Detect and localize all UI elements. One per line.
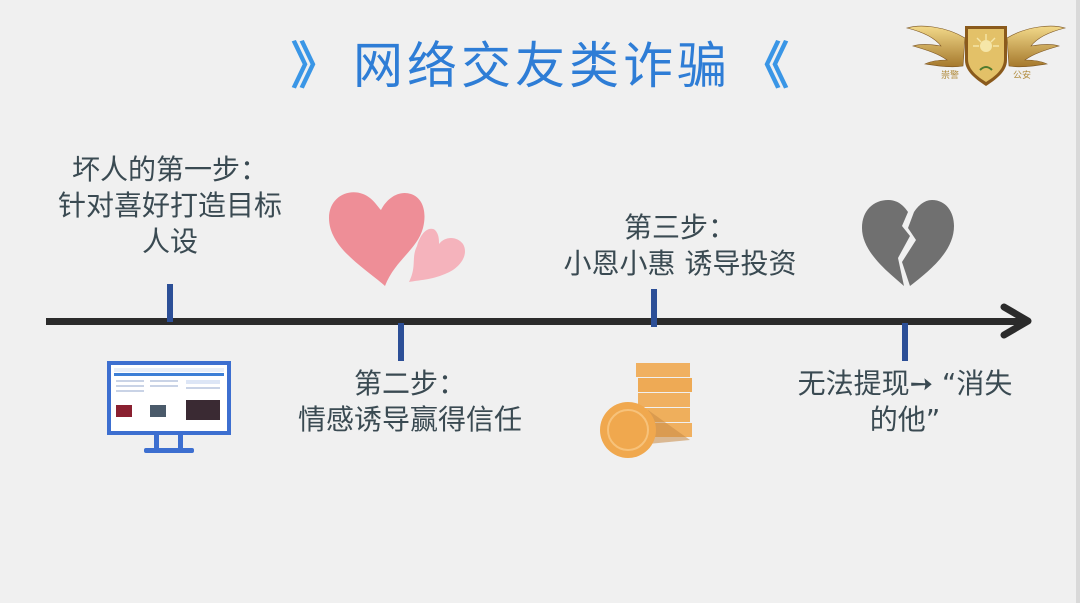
broken-heart-icon	[862, 200, 954, 286]
step-1-line-3: 人设	[141, 225, 198, 258]
double-chevron-right-icon: 》	[291, 37, 341, 95]
step-1-label: 坏人的第一步： 针对喜好打造目标 人设	[30, 152, 310, 260]
coin-stack-icon	[600, 363, 692, 458]
police-logo: 崇警 公安	[905, 18, 1067, 88]
computer-monitor-icon	[107, 361, 231, 453]
arrow-right-icon	[1000, 303, 1032, 339]
step-4-line-2: 的他”	[869, 403, 941, 436]
two-hearts-icon	[329, 192, 465, 286]
step-3-tick	[651, 289, 657, 327]
logo-right-text: 公安	[1013, 71, 1032, 81]
step-1-line-2: 针对喜好打造目标	[57, 189, 282, 222]
step-3-label: 第三步： 小恩小惠 诱导投资	[530, 210, 830, 282]
step-2-label: 第二步： 情感诱导赢得信任	[270, 366, 550, 438]
step-4-line-1: 无法提现➙ “消失	[797, 367, 1013, 400]
title-text: 网络交友类诈骗	[353, 37, 731, 95]
step-3-line-2: 小恩小惠 诱导投资	[563, 247, 797, 280]
step-2-tick	[398, 323, 404, 361]
double-chevron-left-icon: 《	[739, 37, 789, 95]
step-4-label: 无法提现➙ “消失 的他”	[760, 366, 1050, 438]
step-4-tick	[902, 323, 908, 361]
step-1-line-1: 坏人的第一步：	[71, 153, 268, 186]
step-2-line-1: 第二步：	[353, 367, 466, 400]
winged-shield-icon	[905, 25, 1067, 86]
step-2-line-2: 情感诱导赢得信任	[297, 403, 522, 436]
timeline-axis	[46, 318, 1022, 325]
step-1-tick	[167, 284, 173, 322]
step-3-line-1: 第三步：	[623, 211, 736, 244]
page-title: 》网络交友类诈骗《	[0, 26, 1080, 98]
logo-left-text: 崇警	[941, 71, 960, 81]
